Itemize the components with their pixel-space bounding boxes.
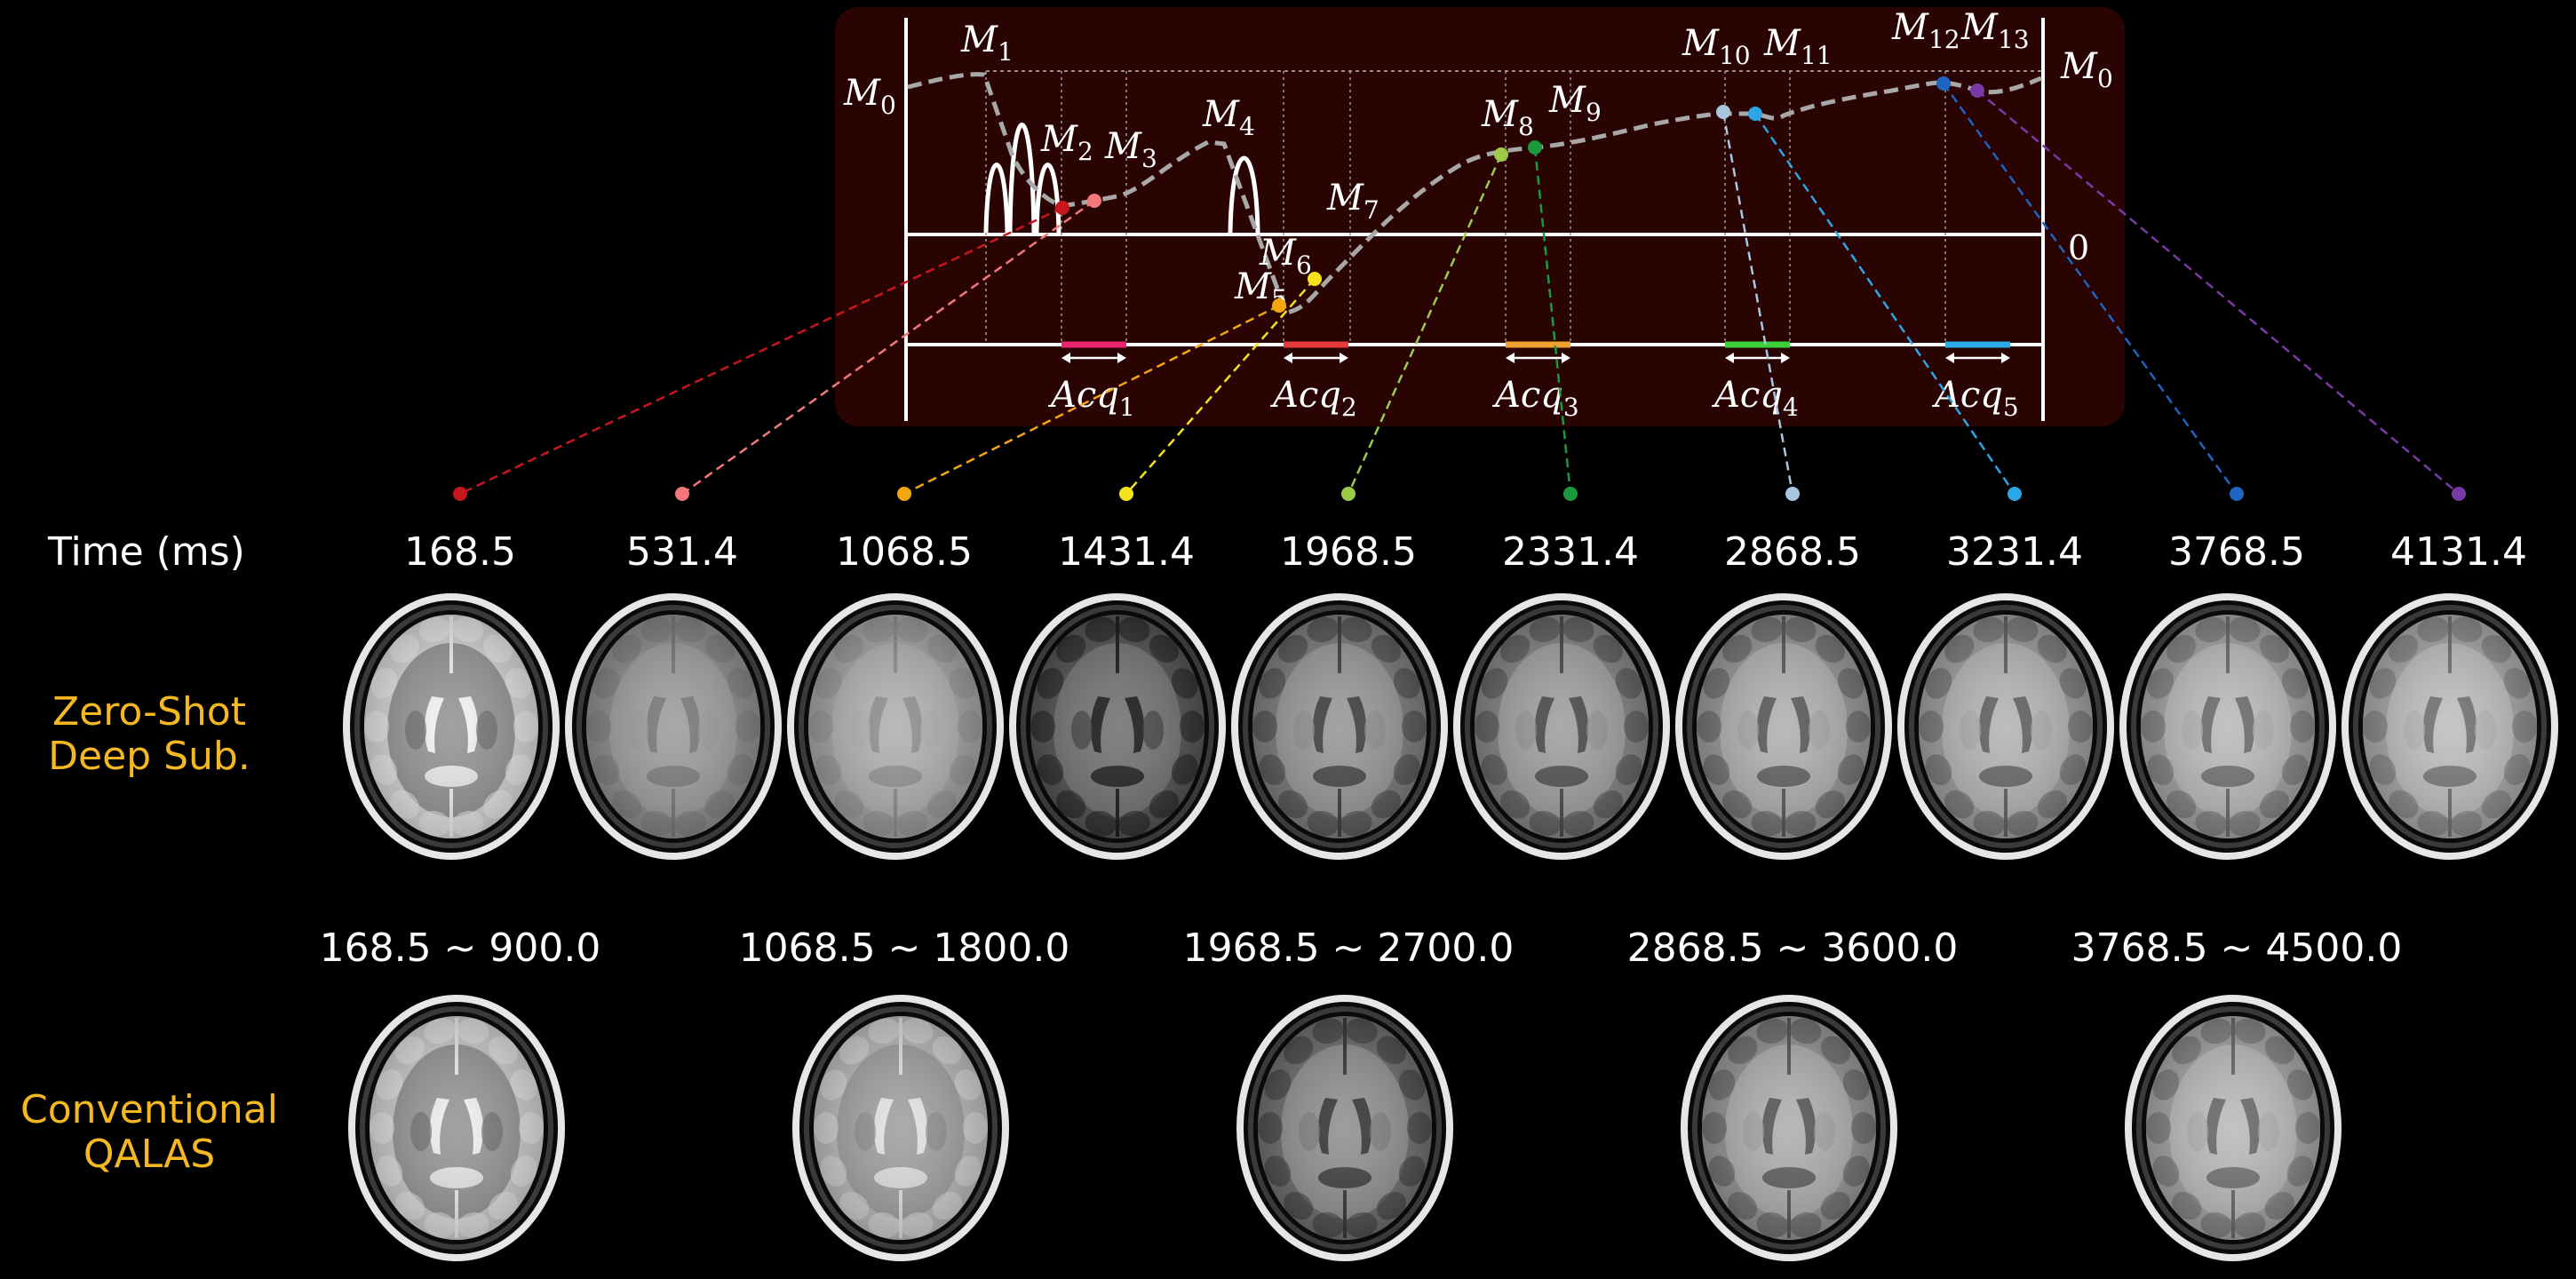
brain-slice — [1457, 597, 1666, 856]
time-axis-label: Time (ms) — [47, 529, 245, 575]
brain-slice — [1235, 597, 1444, 856]
conventional-range-labels: 168.5 ~ 900.0 1068.5 ~ 1800.0 1968.5 ~ 270… — [320, 925, 2403, 971]
brain-slice — [352, 998, 561, 1258]
zero-shot-image-row — [346, 597, 2555, 856]
row-label-line1: Zero-Shot — [52, 689, 246, 735]
brain-slice — [1901, 597, 2111, 856]
time-marker — [1119, 487, 1133, 501]
curve-marker — [1087, 194, 1101, 208]
curve-marker — [1494, 147, 1508, 162]
diagram-panel — [835, 7, 2125, 426]
conventional-range: 2868.5 ~ 3600.0 — [1627, 925, 1959, 971]
brain-slice — [2123, 597, 2333, 856]
time-value: 1431.4 — [1058, 529, 1195, 575]
time-value: 4131.4 — [2390, 529, 2527, 575]
curve-marker — [1970, 83, 1984, 98]
time-value: 1968.5 — [1280, 529, 1417, 575]
brain-slice — [568, 597, 778, 856]
brain-slice — [1679, 597, 1888, 856]
time-values: 168.5 531.4 1068.5 1431.4 1968.5 2331.4 2868.5… — [404, 529, 2527, 575]
brain-slice — [2128, 998, 2338, 1258]
brain-slice — [791, 597, 1000, 856]
time-value: 168.5 — [404, 529, 516, 575]
row-label-line2: QALAS — [83, 1132, 215, 1177]
row-label-line2: Deep Sub. — [48, 734, 250, 779]
time-marker — [1785, 487, 1800, 501]
curve-marker — [1308, 272, 1322, 286]
conventional-image-row — [352, 998, 2338, 1258]
time-value: 2331.4 — [1502, 529, 1639, 575]
time-marker — [453, 487, 467, 501]
row-label-line1: Conventional — [20, 1087, 278, 1132]
brain-slice — [346, 597, 556, 856]
time-marker — [675, 487, 689, 501]
time-value: 3768.5 — [2168, 529, 2305, 575]
curve-marker — [1936, 76, 1951, 91]
time-marker — [1563, 487, 1578, 501]
time-marker — [2008, 487, 2022, 501]
curve-marker — [1528, 140, 1542, 155]
curve-marker — [1748, 107, 1762, 121]
conventional-range: 1068.5 ~ 1800.0 — [739, 925, 1070, 971]
time-marker — [1341, 487, 1356, 501]
time-value: 1068.5 — [836, 529, 973, 575]
row-label-conventional: Conventional QALAS — [20, 1087, 278, 1177]
conventional-range: 168.5 ~ 900.0 — [320, 925, 601, 971]
time-marker — [897, 487, 911, 501]
brain-slice — [2345, 597, 2555, 856]
brain-slice — [796, 998, 1006, 1258]
conventional-range: 1968.5 ~ 2700.0 — [1183, 925, 1515, 971]
curve-marker — [1055, 201, 1069, 215]
curve-marker — [1716, 105, 1730, 119]
time-marker — [2452, 487, 2466, 501]
brain-slice — [1684, 998, 1894, 1258]
time-marker — [2230, 487, 2244, 501]
conventional-range: 3768.5 ~ 4500.0 — [2071, 925, 2403, 971]
time-value: 2868.5 — [1724, 529, 1861, 575]
curve-marker — [1272, 298, 1286, 313]
brain-slice — [1013, 597, 1222, 856]
row-label-zero-shot: Zero-Shot Deep Sub. — [48, 689, 250, 779]
time-value: 531.4 — [626, 529, 738, 575]
time-value: 3231.4 — [1946, 529, 2083, 575]
brain-slice — [1240, 998, 1450, 1258]
